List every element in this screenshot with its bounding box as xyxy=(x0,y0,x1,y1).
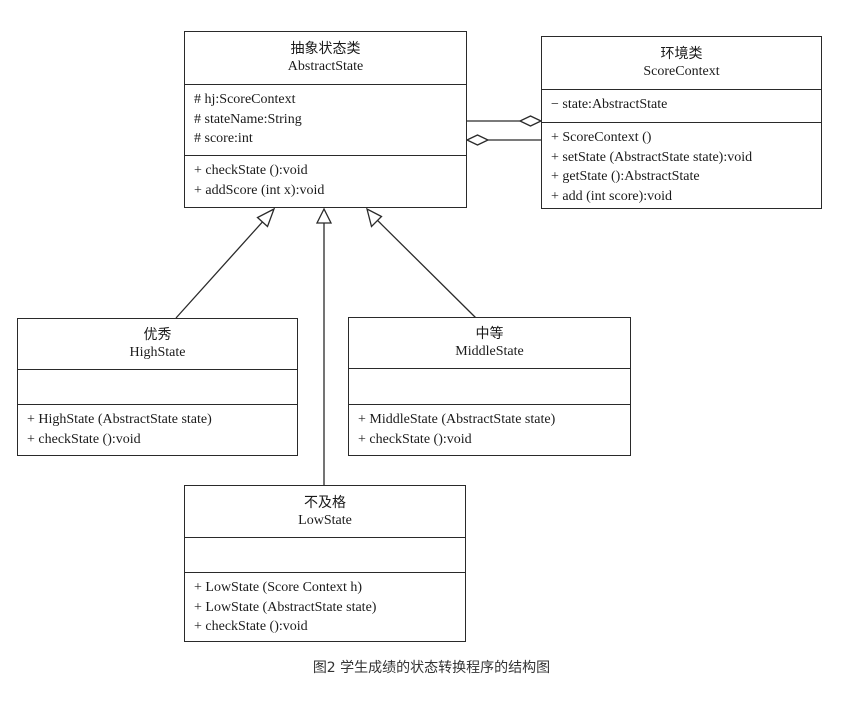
class-name-cn-lowstate: 不及格 xyxy=(304,494,346,511)
class-name-en-abstractstate: AbstractState xyxy=(287,59,364,74)
operation-checkstate: + checkState ():void xyxy=(194,619,308,634)
class-header-abstractstate: 抽象状态类 AbstractState xyxy=(185,32,466,85)
class-name-en-middlestate: MiddleState xyxy=(455,344,524,359)
class-name-cn-scorecontext: 环境类 xyxy=(660,46,703,62)
operation-lowstate-constructor-state: + LowState (AbstractState state) xyxy=(194,599,377,615)
operation-addscore: + addScore (int x):void xyxy=(194,182,325,198)
class-name-cn-highstate: 优秀 xyxy=(143,327,172,343)
operation-checkstate: + checkState ():void xyxy=(358,431,472,447)
class-operations-middlestate: + MiddleState (AbstractState state) + ch… xyxy=(349,405,630,449)
operation-add: + add (int score):void xyxy=(551,188,673,204)
operation-setstate: + setState (AbstractState state):void xyxy=(551,149,753,165)
class-attributes-abstractstate: # hj:ScoreContext # stateName:String # s… xyxy=(185,85,466,156)
figure-caption: 图2 学生成绩的状态转换程序的结构图 xyxy=(312,660,551,676)
class-header-lowstate: 不及格 LowState xyxy=(185,486,465,538)
class-attributes-scorecontext: − state:AbstractState xyxy=(542,90,821,123)
class-name-en-highstate: HighState xyxy=(129,345,186,360)
class-operations-highstate: + HighState (AbstractState state) + chec… xyxy=(18,405,297,449)
class-box-scorecontext: 环境类 ScoreContext − state:AbstractState +… xyxy=(541,36,822,209)
aggregation-diamond-scorecontext xyxy=(518,115,543,127)
attribute-state: − state:AbstractState xyxy=(551,97,668,112)
class-operations-lowstate: + LowState (Score Context h) + LowState … xyxy=(185,573,465,637)
attribute-statename: # stateName:String xyxy=(194,111,302,127)
attribute-score: # score:int xyxy=(194,131,253,146)
generalization-line-highstate xyxy=(175,218,266,319)
class-header-middlestate: 中等 MiddleState xyxy=(349,318,630,369)
operation-highstate-constructor: + HighState (AbstractState state) xyxy=(27,412,212,427)
class-attributes-highstate xyxy=(18,370,297,405)
class-header-scorecontext: 环境类 ScoreContext xyxy=(542,37,821,90)
class-operations-abstractstate: + checkState ():void + addScore (int x):… xyxy=(185,156,466,200)
class-box-middlestate: 中等 MiddleState + MiddleState (AbstractSt… xyxy=(348,317,631,456)
class-name-cn-middlestate: 中等 xyxy=(475,326,504,342)
generalization-line-middlestate xyxy=(375,218,477,319)
generalization-arrowhead-lowstate xyxy=(315,207,333,224)
operation-middlestate-constructor: + MiddleState (AbstractState state) xyxy=(358,412,556,427)
aggregation-diamond-abstractstate xyxy=(465,134,490,146)
class-operations-scorecontext: + ScoreContext () + setState (AbstractSt… xyxy=(542,123,821,206)
class-box-abstractstate: 抽象状态类 AbstractState # hj:ScoreContext # … xyxy=(184,31,467,208)
class-name-en-lowstate: LowState xyxy=(298,512,352,528)
operation-getstate: + getState ():AbstractState xyxy=(551,169,700,184)
attribute-hj: # hj:ScoreContext xyxy=(194,92,296,107)
class-box-lowstate: 不及格 LowState + LowState (Score Context h… xyxy=(184,485,466,642)
class-box-highstate: 优秀 HighState + HighState (AbstractState … xyxy=(17,318,298,456)
class-attributes-middlestate xyxy=(349,369,630,405)
class-name-cn-abstractstate: 抽象状态类 xyxy=(290,41,361,57)
class-name-en-scorecontext: ScoreContext xyxy=(643,64,720,79)
operation-checkstate: + checkState ():void xyxy=(27,431,141,447)
operation-lowstate-constructor-context: + LowState (Score Context h) xyxy=(194,580,363,595)
generalization-arrowhead-middlestate xyxy=(366,207,383,228)
operation-scorecontext-constructor: + ScoreContext () xyxy=(551,130,652,145)
class-header-highstate: 优秀 HighState xyxy=(18,319,297,370)
class-attributes-lowstate xyxy=(185,538,465,573)
generalization-arrowhead-highstate xyxy=(256,207,276,228)
operation-checkstate: + checkState ():void xyxy=(194,163,308,178)
